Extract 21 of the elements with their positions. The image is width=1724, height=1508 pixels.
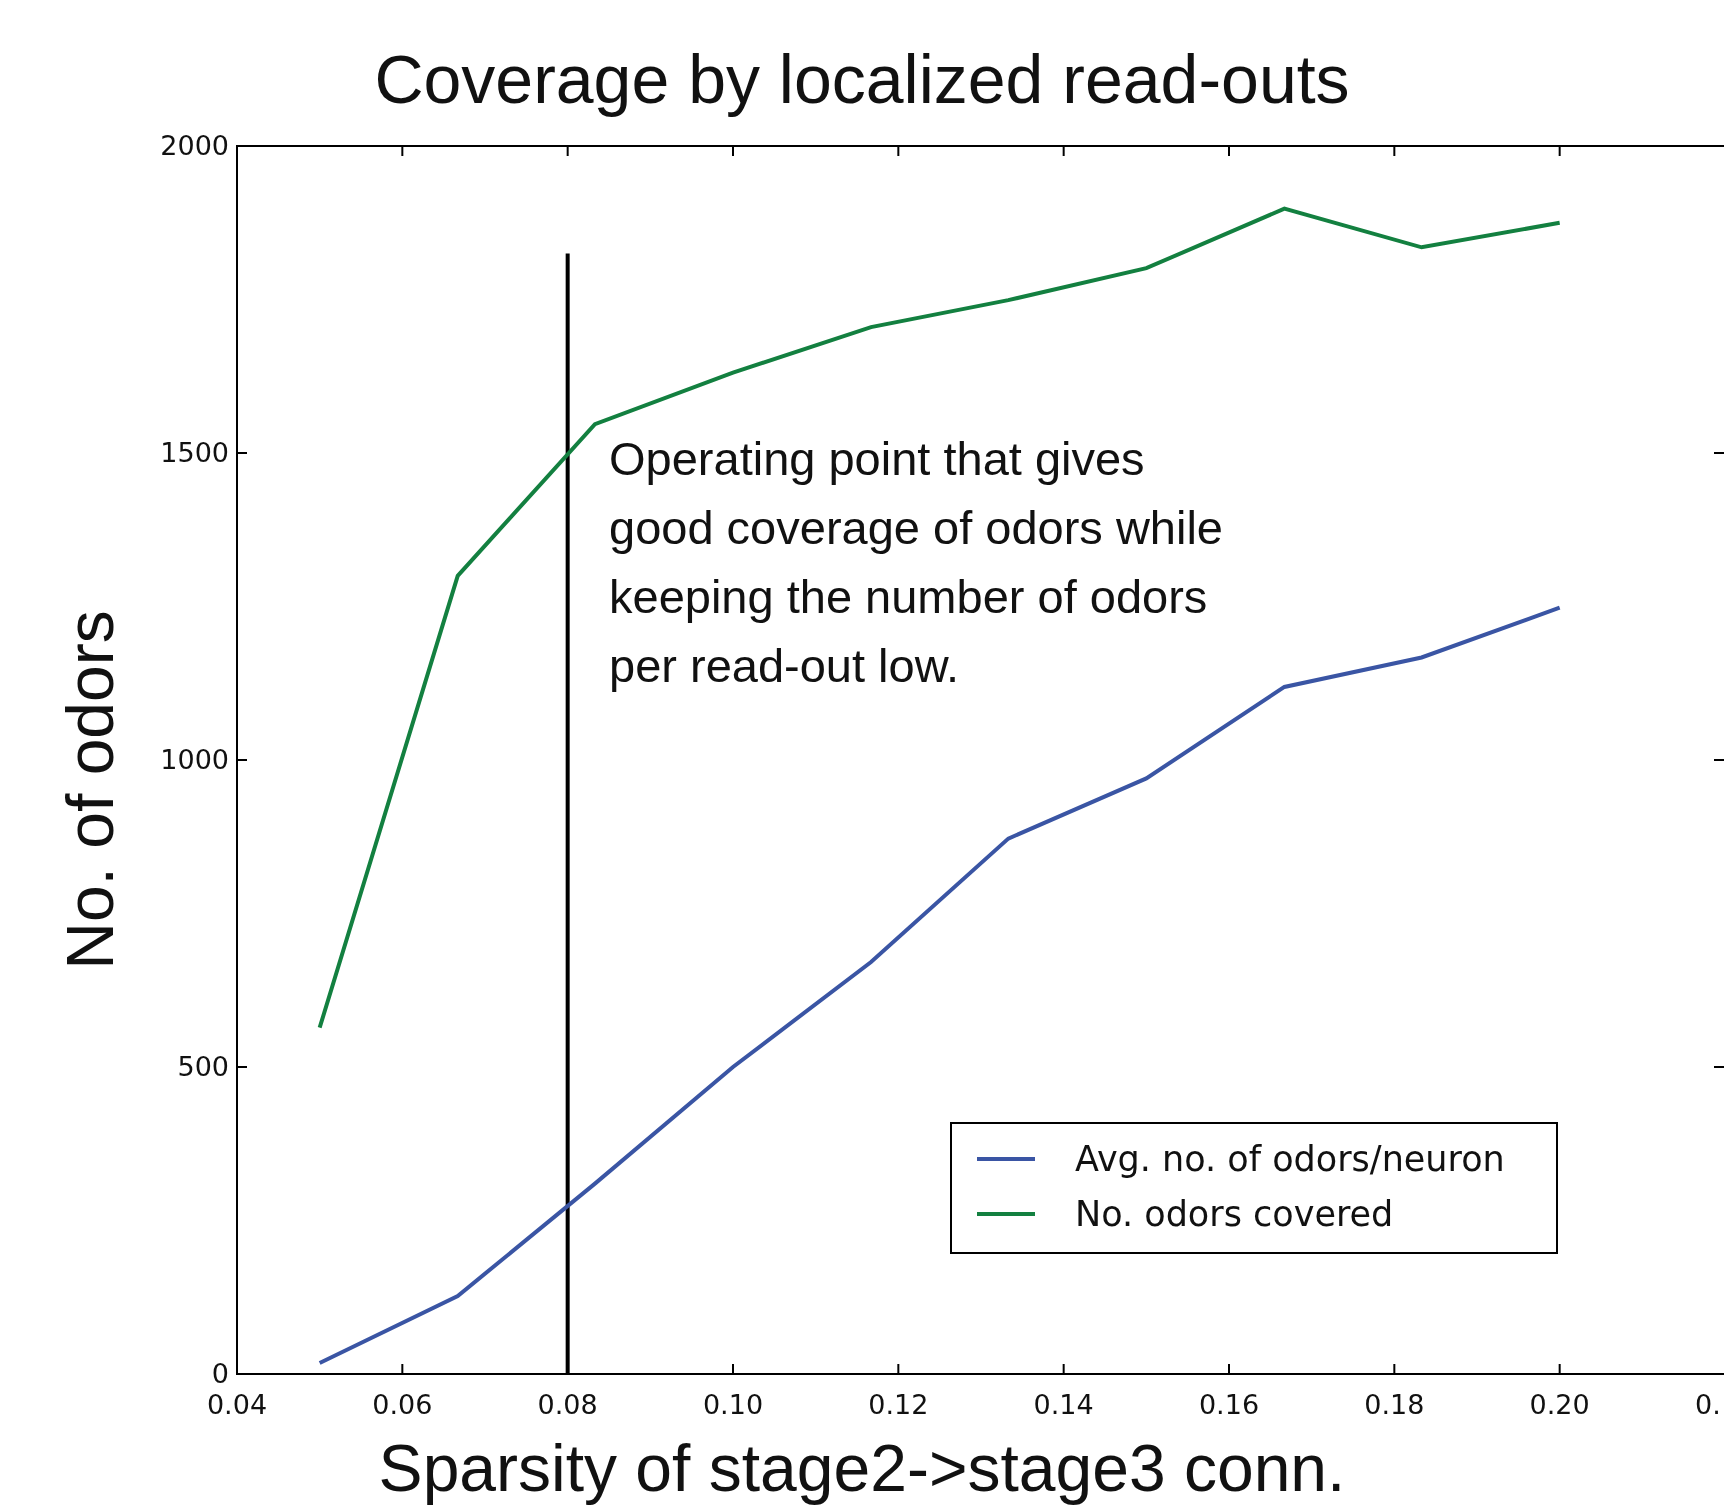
y-tick-label: 500	[177, 1051, 229, 1082]
x-tick-label: 0.14	[1033, 1389, 1094, 1420]
chart-title: Coverage by localized read-outs	[373, 40, 1351, 118]
x-tick-label: 0.06	[372, 1389, 433, 1420]
x-tick-label: 0.08	[537, 1389, 598, 1420]
annotation-text: Operating point that gives good coverage of odors while keeping the number of odors per read-out low.	[609, 431, 1224, 694]
y-tick-label: 1000	[160, 744, 229, 775]
x-tick-label: 0.18	[1364, 1389, 1425, 1420]
x-axis-label: Sparsity of stage2->stage3 conn.	[377, 1430, 1347, 1506]
legend-label: Avg. no. of odors/neuron	[1075, 1139, 1505, 1179]
x-tick-label: 0.20	[1529, 1389, 1590, 1420]
y-tick-label: 0	[211, 1358, 229, 1389]
legend-label: No. odors covered	[1075, 1194, 1394, 1234]
x-tick-label: 0.04	[206, 1389, 268, 1420]
x-tick-label: 0.10	[702, 1389, 764, 1420]
y-tick-label: 2000	[160, 130, 229, 161]
x-tick-label: 0.	[1695, 1389, 1721, 1420]
x-tick-label: 0.12	[868, 1389, 929, 1420]
y-tick-label: 1500	[160, 437, 229, 468]
x-tick-label: 0.16	[1198, 1389, 1260, 1420]
y-axis-label: No. of odors	[52, 610, 128, 970]
